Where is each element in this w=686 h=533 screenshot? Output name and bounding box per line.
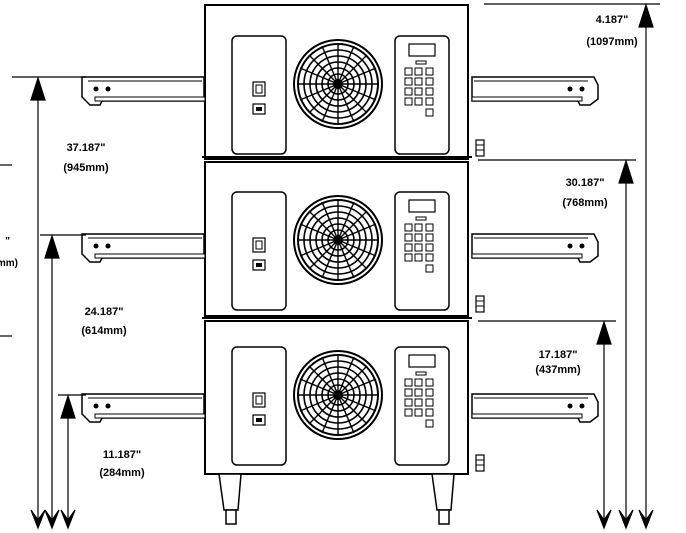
keypad-control-panel (394, 35, 450, 155)
side-fitting (475, 295, 485, 313)
dim-17187-in: 17.187" (539, 349, 578, 361)
dimension-labels: 4.187" (1097mm) 37.187" (945mm) 30.187" … (0, 14, 638, 479)
dim-11187-in: 11.187" (103, 449, 141, 461)
left-conveyor-extension (81, 233, 206, 263)
dim-37187-in: 37.187" (67, 142, 106, 154)
dim-30187-in: 30.187" (566, 177, 605, 189)
bottom-oven (81, 320, 599, 475)
dim-4187-mm: (1097mm) (586, 36, 638, 48)
dim-30187-mm: (768mm) (562, 197, 608, 209)
dim-24187-mm: (614mm) (81, 325, 127, 337)
dim-37187-mm: (945mm) (63, 162, 109, 174)
fan-guard-icon (293, 350, 383, 440)
right-conveyor-extension (471, 76, 599, 106)
dimension-lines (0, 3, 660, 530)
top-oven (81, 4, 599, 160)
dim-24187-in: 24.187" (85, 306, 124, 318)
oven-legs (218, 473, 455, 525)
oven-stack (81, 4, 599, 525)
fan-guard-icon (293, 195, 383, 285)
right-conveyor-extension (471, 393, 599, 423)
keypad-control-panel (394, 191, 450, 311)
fan-guard-icon (293, 39, 383, 129)
left-control-panel (231, 35, 287, 155)
side-fitting (475, 139, 485, 157)
left-conveyor-extension (81, 393, 206, 423)
left-control-panel (231, 191, 287, 311)
dim-4187-in: 4.187" (596, 14, 629, 26)
dim-17187-mm: (437mm) (535, 364, 581, 376)
keypad-control-panel (394, 346, 450, 466)
side-fitting (475, 454, 485, 472)
middle-oven (81, 161, 599, 319)
cropped-dim-in: " (5, 236, 10, 247)
left-control-panel (231, 346, 287, 466)
left-conveyor-extension (81, 76, 206, 106)
dim-11187-mm: (284mm) (99, 467, 145, 479)
right-conveyor-extension (471, 233, 599, 263)
cropped-dim-mm: mm) (0, 258, 18, 269)
